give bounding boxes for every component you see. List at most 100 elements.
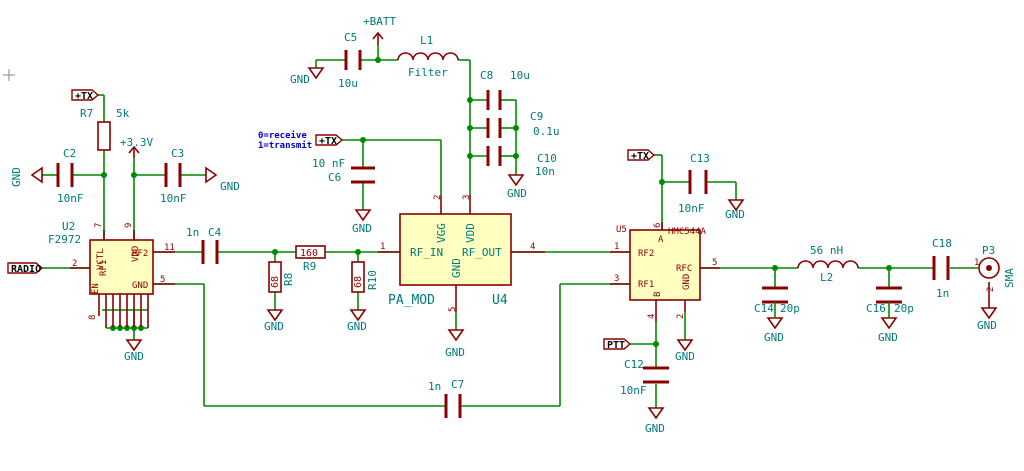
svg-text:RF_IN: RF_IN [410, 246, 443, 259]
svg-text:GND: GND [977, 319, 997, 332]
svg-text:RF2: RF2 [638, 249, 654, 259]
inductor-l1[interactable]: L1 Filter [397, 34, 459, 79]
gnd-c5[interactable]: GND [290, 67, 325, 86]
capacitor-c9[interactable]: C9 0.1u [486, 110, 560, 138]
svg-text:10n: 10n [535, 165, 555, 178]
svg-text:GND: GND [352, 222, 372, 235]
svg-text:3: 3 [614, 274, 619, 284]
gnd-c2[interactable]: GND [10, 166, 43, 187]
tx-label-u5[interactable]: +TX [627, 149, 656, 162]
svg-text:C13: C13 [690, 152, 710, 165]
tx-label-u4[interactable]: +TX [315, 134, 344, 147]
svg-text:68: 68 [353, 276, 364, 288]
capacitor-c3[interactable]: C3 10nF [160, 147, 187, 205]
capacitor-c6[interactable]: 10 nF C6 [312, 157, 375, 184]
svg-text:9: 9 [124, 223, 134, 228]
v33-label: +3.3V [120, 136, 153, 149]
svg-text:GND: GND [10, 167, 23, 187]
svg-text:RADIO: RADIO [11, 264, 41, 275]
svg-text:GND: GND [645, 422, 665, 435]
svg-text:7: 7 [94, 223, 104, 228]
svg-text:+TX: +TX [75, 91, 93, 102]
radio-label[interactable]: RADIO [7, 262, 44, 275]
capacitor-c14[interactable]: C14 20p [754, 286, 800, 318]
gnd-c6[interactable]: GND [352, 209, 372, 235]
resistor-r9[interactable]: 160 R9 [295, 245, 326, 273]
ptt-label[interactable]: PTT [603, 338, 632, 351]
svg-text:R7: R7 [80, 107, 93, 120]
svg-text:C5: C5 [344, 31, 357, 44]
gnd-c16[interactable]: GND [878, 317, 898, 344]
svg-text:EN: EN [91, 283, 101, 294]
svg-text:1n: 1n [936, 287, 949, 300]
svg-text:PA_MOD: PA_MOD [388, 293, 435, 308]
ic-u2-f2972[interactable]: VCTL RF1 VDD RF2 EN GND 2 5 7 8 9 11 U2 … [48, 220, 175, 329]
svg-text:+TX: +TX [319, 136, 337, 147]
svg-text:20p: 20p [894, 302, 914, 315]
capacitor-c16[interactable]: C16 20p [866, 286, 914, 318]
svg-text:U2: U2 [62, 220, 75, 233]
capacitor-c8[interactable]: C8 10u [480, 69, 530, 110]
capacitor-c13[interactable]: C13 10nF [678, 152, 710, 215]
svg-text:0.1u: 0.1u [533, 125, 560, 138]
gnd-r8[interactable]: GND [264, 309, 284, 333]
svg-text:1: 1 [614, 242, 619, 252]
svg-text:L2: L2 [820, 271, 833, 284]
gnd-r10[interactable]: GND [347, 309, 367, 333]
gnd-c3[interactable]: GND [205, 166, 240, 193]
svg-text:68: 68 [270, 276, 281, 288]
capacitor-c7[interactable]: 1n C7 [428, 378, 464, 418]
svg-text:8: 8 [88, 315, 98, 320]
svg-text:R10: R10 [366, 270, 379, 290]
capacitor-c4[interactable]: 1n C4 [186, 226, 222, 264]
gnd-c13[interactable]: GND [725, 199, 745, 221]
svg-text:VDD: VDD [131, 246, 141, 262]
gnd-c14[interactable]: GND [764, 317, 784, 344]
gnd-u5-pin2[interactable]: GND [675, 312, 695, 363]
svg-text:10nF: 10nF [678, 202, 705, 215]
svg-text:C3: C3 [171, 147, 184, 160]
gnd-p3[interactable]: GND [977, 282, 998, 332]
svg-text:2: 2 [986, 287, 996, 292]
svg-text:GND: GND [682, 274, 692, 290]
svg-text:C4: C4 [208, 226, 222, 239]
gnd-u4[interactable]: GND [445, 312, 465, 359]
svg-text:11: 11 [164, 243, 175, 253]
svg-text:PTT: PTT [607, 340, 625, 351]
svg-text:10nF: 10nF [160, 192, 187, 205]
svg-text:C12: C12 [624, 358, 644, 371]
gnd-c8-bank[interactable]: GND [507, 174, 527, 200]
svg-text:RF2: RF2 [132, 249, 148, 259]
svg-text:C14: C14 [754, 302, 774, 315]
batt-label: +BATT [363, 15, 396, 28]
crosshair-cursor-icon [3, 69, 15, 81]
svg-text:GND: GND [220, 180, 240, 193]
svg-text:GND: GND [764, 331, 784, 344]
svg-text:1: 1 [974, 258, 979, 268]
gnd-u2[interactable]: GND [124, 339, 144, 363]
svg-text:VGG: VGG [435, 223, 448, 243]
capacitor-c18[interactable]: C18 1n [932, 237, 952, 300]
resistor-r8[interactable]: 68 R8 [268, 261, 295, 293]
resistor-r7[interactable]: R7 5k [80, 107, 130, 151]
capacitor-c10[interactable]: C10 10n [486, 146, 557, 178]
v33-power-symbol[interactable]: +3.3V [120, 136, 153, 158]
batt-power-symbol[interactable]: +BATT [363, 15, 396, 45]
tx-label-r7[interactable]: +TX [71, 89, 100, 102]
svg-text:HMC544A: HMC544A [668, 227, 707, 237]
inductor-l2[interactable]: 56 nH L2 [797, 244, 859, 284]
connector-p3-sma[interactable]: 1 2 P3 SMA [974, 244, 1016, 292]
svg-text:VCTL: VCTL [96, 248, 106, 270]
resistor-r10[interactable]: 68 R10 [351, 261, 379, 293]
ic-u5-hmc544a[interactable]: RF2 RF1 RFC GND A B 1 2 3 4 5 6 U5 HMC54… [610, 222, 720, 322]
capacitor-c12[interactable]: C12 10nF [620, 358, 669, 397]
svg-text:A: A [658, 235, 664, 245]
gnd-c12[interactable]: GND [645, 407, 665, 435]
svg-text:C10: C10 [537, 152, 557, 165]
junctions [101, 57, 892, 347]
svg-text:10 nF: 10 nF [312, 157, 345, 170]
capacitor-c5[interactable]: C5 10u [338, 31, 362, 90]
ic-u4-pa-mod[interactable]: VGG VDD RF_IN RF_OUT GND 1 2 3 4 5 PA_MO… [378, 195, 545, 312]
capacitor-c2[interactable]: C2 10nF [56, 147, 84, 205]
